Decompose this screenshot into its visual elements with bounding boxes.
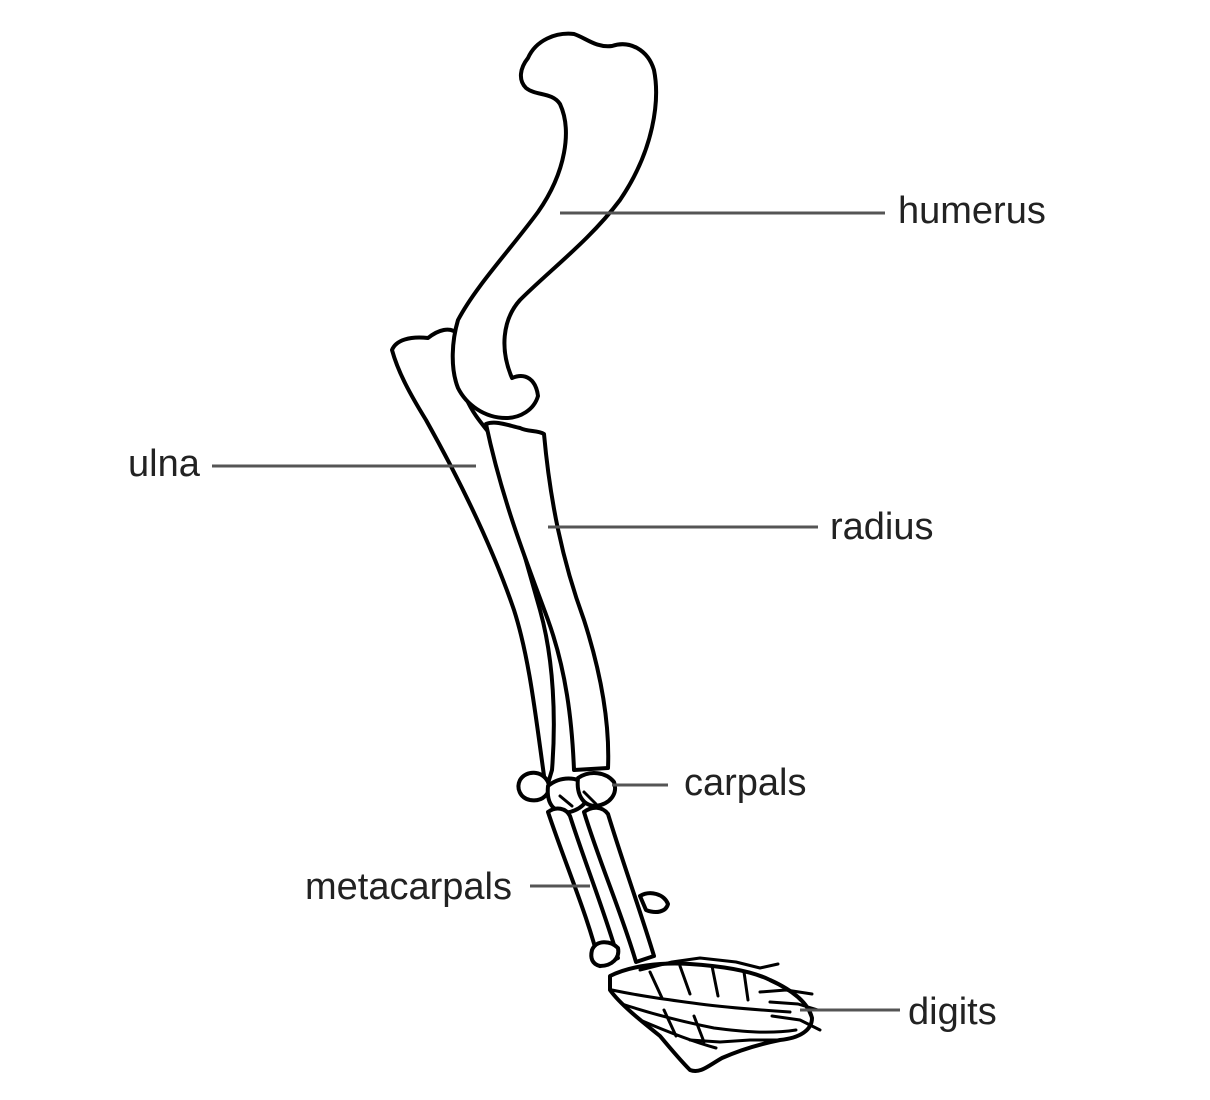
metacarpals-label: metacarpals bbox=[305, 866, 512, 908]
radius-bone bbox=[484, 420, 611, 772]
carpals-label: carpals bbox=[684, 762, 807, 804]
humerus-label: humerus bbox=[898, 190, 1046, 232]
carpal-bones bbox=[516, 770, 617, 815]
radius-label: radius bbox=[830, 506, 934, 548]
humerus-bone bbox=[450, 31, 658, 420]
ulna-label: ulna bbox=[128, 443, 200, 485]
digit-bones bbox=[608, 956, 822, 1073]
digits-label: digits bbox=[908, 991, 997, 1033]
